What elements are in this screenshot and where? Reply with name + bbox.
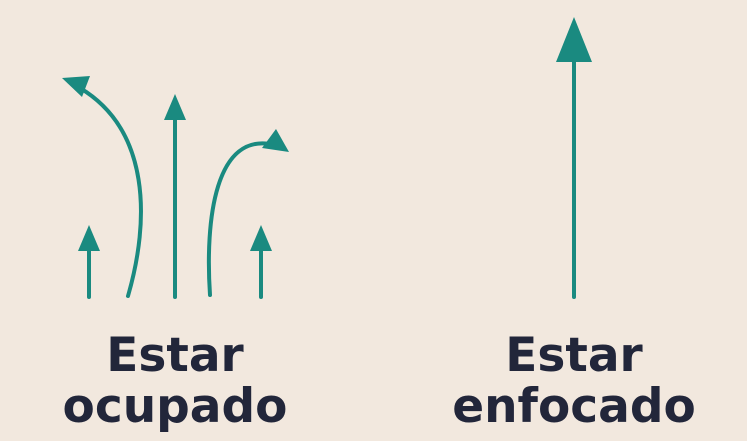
- focused-label: Estar enfocado: [394, 330, 747, 432]
- curved-arrow-right-head: [262, 129, 289, 152]
- curved-arrow-left-head: [62, 76, 90, 97]
- curved-arrow-right-shaft: [206, 141, 277, 297]
- busy-label-line2: ocupado: [62, 379, 288, 434]
- busy-label: Estar ocupado: [0, 330, 355, 432]
- busy-label-line1: Estar: [106, 328, 244, 383]
- focused-arrow-head: [556, 17, 592, 62]
- curved-arrow-left-shaft: [78, 86, 143, 298]
- focused-label-line1: Estar: [505, 328, 643, 383]
- short-arrow-left-head: [78, 225, 100, 251]
- focused-label-line2: enfocado: [452, 379, 696, 434]
- short-arrow-right-head: [250, 225, 272, 251]
- middle-arrow-head: [164, 94, 186, 120]
